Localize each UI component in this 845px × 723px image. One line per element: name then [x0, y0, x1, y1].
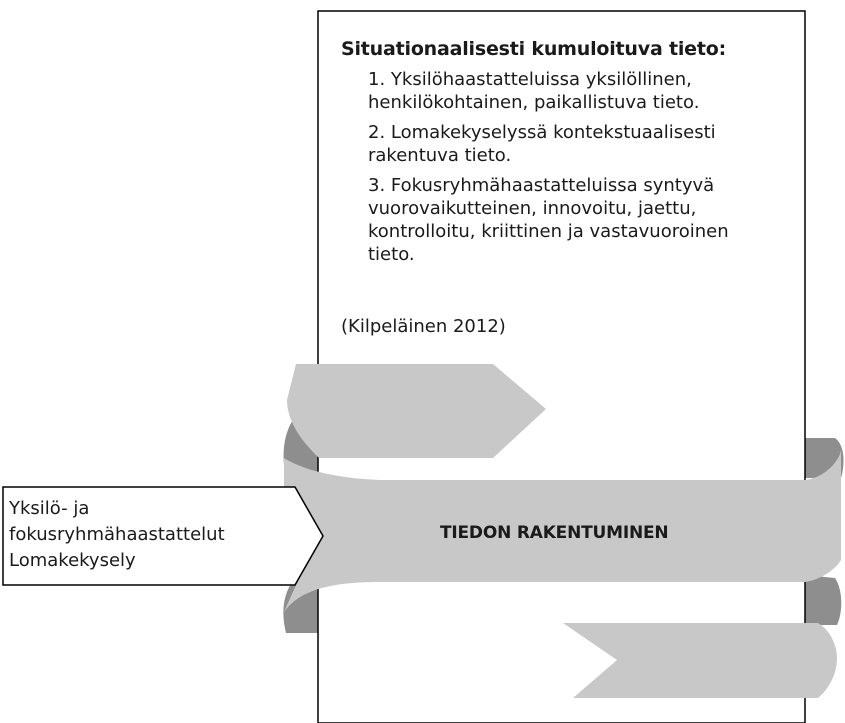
ribbon-main-band: [284, 450, 841, 612]
ribbon-back-fold-right-2: [805, 575, 842, 625]
ribbon-top-arrow: [287, 364, 546, 458]
source-arrow-box: [2, 486, 324, 586]
ribbon-bottom-arrow: [563, 623, 837, 698]
